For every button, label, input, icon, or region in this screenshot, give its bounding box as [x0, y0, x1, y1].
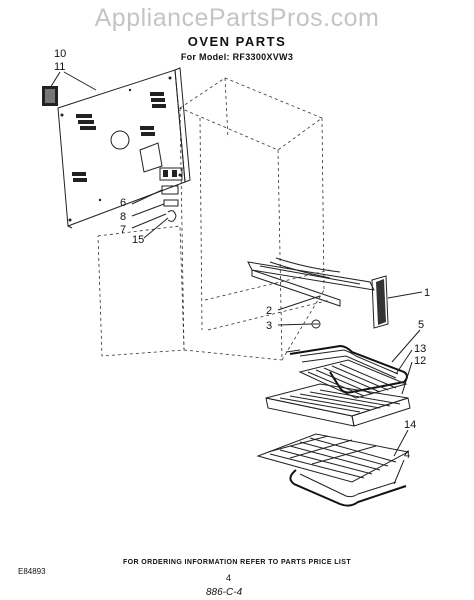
side-panel: [97, 225, 185, 357]
page-number: 4: [226, 573, 232, 583]
callout-7: 7: [120, 224, 126, 236]
oven-rack: [256, 433, 410, 483]
mounting-screw: [311, 319, 321, 329]
bake-element: [289, 469, 407, 507]
callout-10: 10: [54, 48, 66, 60]
leader-lines: [49, 71, 423, 485]
ordering-note: FOR ORDERING INFORMATION REFER TO PARTS …: [122, 559, 352, 566]
callout-12: 12: [414, 355, 426, 367]
vent-slots: [72, 92, 166, 182]
callout-2: 2: [266, 305, 272, 317]
back-panel: [57, 67, 191, 229]
document-code: E84893: [18, 567, 46, 576]
page-title: OVEN PARTS: [187, 34, 287, 49]
revision-code: 886-C-4: [206, 587, 243, 598]
callout-3: 3: [266, 320, 272, 332]
callout-15: 15: [132, 234, 144, 246]
callout-5: 5: [418, 319, 424, 331]
oven-frame: [179, 77, 331, 361]
broil-pan: [265, 383, 411, 427]
broil-element: [285, 344, 408, 394]
broil-pan-grid: [298, 359, 408, 399]
terminal-block: [159, 167, 183, 222]
side-shield: [371, 275, 389, 329]
callout-6: 6: [120, 197, 126, 209]
watermark: AppliancePartsPros.com: [94, 4, 380, 32]
callout-11: 11: [54, 61, 65, 73]
callout-14: 14: [404, 419, 416, 431]
model-subtitle: For Model: RF3300XVW3: [180, 52, 294, 62]
callout-13: 13: [414, 343, 426, 355]
callout-4: 4: [404, 449, 410, 461]
element-rail: [247, 257, 375, 307]
access-plate: [42, 86, 58, 106]
callout-8: 8: [120, 211, 126, 223]
callout-labels: 10 11 6 8 7 15 1 2 3 5 13 12 14 4: [54, 48, 430, 461]
callout-1: 1: [424, 287, 430, 299]
